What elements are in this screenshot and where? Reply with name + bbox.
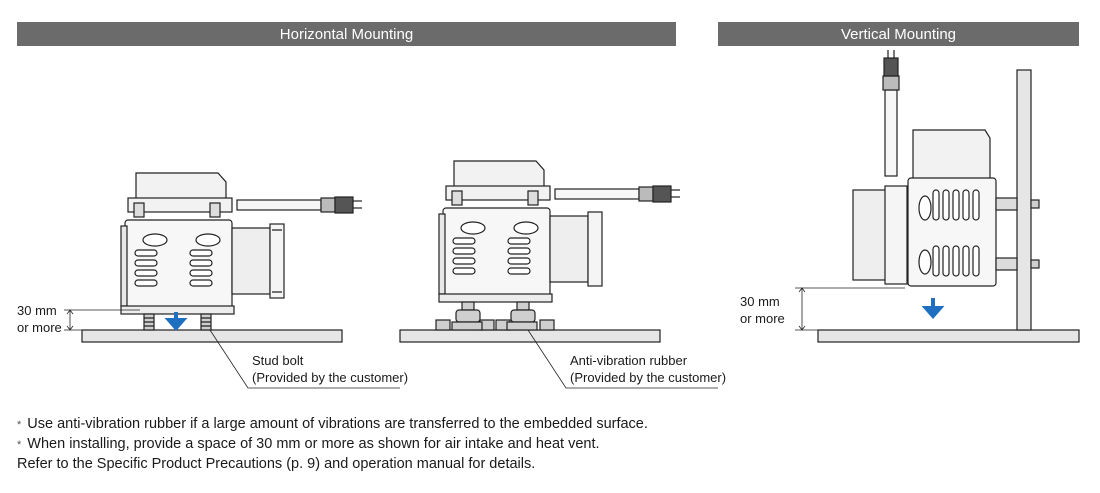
mounting-surface-2 (399, 329, 661, 343)
note-marker: * (17, 439, 22, 451)
stud-bolt-callout: Stud bolt (Provided by the customer) (252, 352, 408, 386)
note-text: Refer to the Specific Product Precaution… (17, 456, 536, 472)
note-line: * When installing, provide a space of 30 … (17, 435, 648, 455)
rubber-label: Anti-vibration rubber (570, 353, 688, 368)
rubber-callout: Anti-vibration rubber (Provided by the c… (570, 352, 726, 386)
note-line: * Use anti-vibration rubber if a large am… (17, 415, 648, 435)
vertical-mounting-header: Vertical Mounting (718, 22, 1079, 46)
vertical-mounting-title: Vertical Mounting (840, 25, 957, 43)
note-line: Refer to the Specific Product Precaution… (17, 455, 648, 474)
clearance-label-vertical: 30 mm or more (740, 293, 785, 327)
stud-bolt-note: (Provided by the customer) (252, 370, 409, 385)
note-text: Use anti-vibration rubber if a large amo… (27, 416, 648, 432)
mounting-surface-3 (817, 329, 1080, 343)
pump-stud-bolt (64, 172, 400, 389)
note-text: When installing, provide a space of 30 m… (27, 436, 600, 452)
horizontal-mounting-header: Horizontal Mounting (17, 22, 676, 46)
horizontal-mounting-title: Horizontal Mounting (279, 25, 414, 43)
notes-block: * Use anti-vibration rubber if a large am… (17, 415, 648, 474)
clearance-label-horizontal: 30 mm or more (17, 302, 62, 336)
mounting-wall (1016, 69, 1032, 331)
mounting-surface-1 (81, 329, 343, 343)
note-marker: * (17, 419, 22, 431)
stud-bolt-label: Stud bolt (252, 353, 304, 368)
clearance-text-horizontal: 30 mm or more (17, 303, 62, 335)
pump-anti-vibration (399, 160, 718, 389)
pump-vertical (795, 50, 1080, 343)
clearance-text-vertical: 30 mm or more (740, 294, 785, 326)
rubber-note: (Provided by the customer) (570, 370, 727, 385)
